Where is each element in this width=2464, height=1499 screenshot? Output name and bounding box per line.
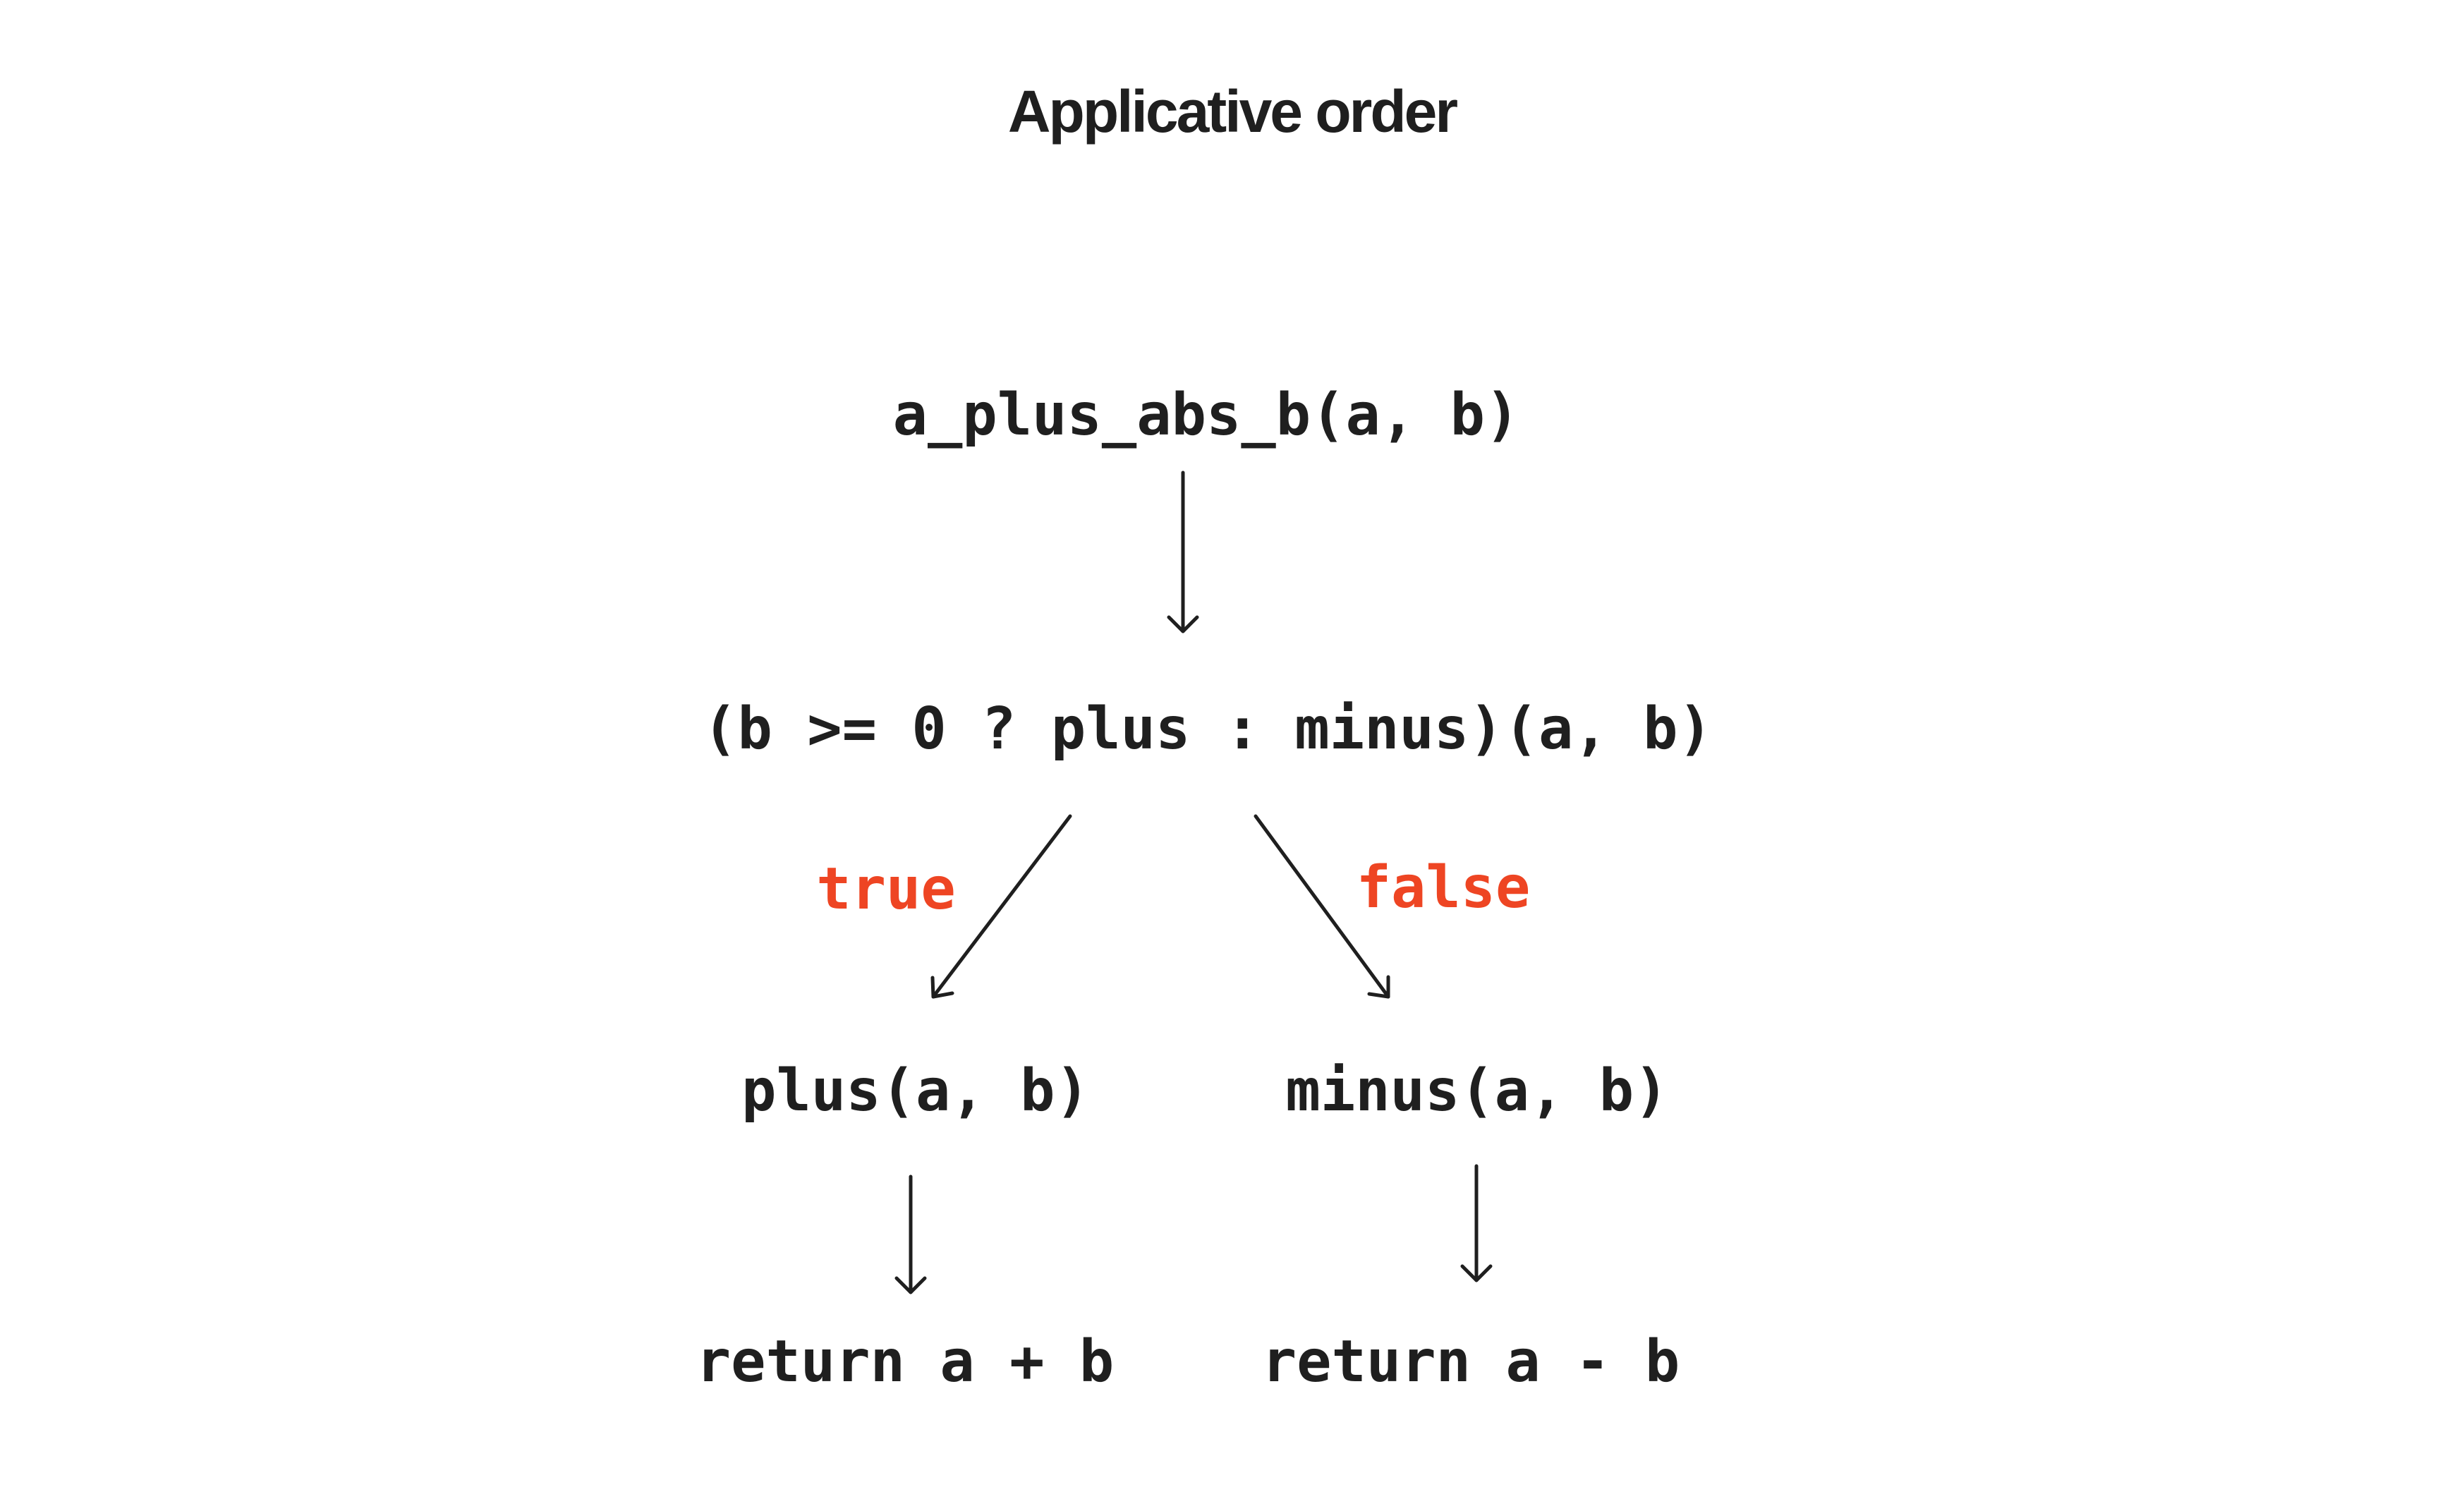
diagram-title: Applicative order: [1007, 78, 1458, 145]
edge-label-true: true: [816, 856, 956, 923]
node-conditional-call: (b >= 0 ? plus : minus)(a, b): [703, 696, 1713, 763]
arrow-minus-to-return: [1460, 1164, 1493, 1282]
node-minus-call: minus(a, b): [1285, 1057, 1669, 1124]
node-plus-return: return a + b: [696, 1328, 1115, 1395]
arrow-true-branch: [930, 814, 1072, 999]
arrow-plus-to-return: [894, 1175, 927, 1294]
node-plus-call: plus(a, b): [741, 1057, 1090, 1124]
edge-label-false: false: [1356, 854, 1531, 921]
arrow-root-to-conditional: [1167, 471, 1199, 633]
node-minus-return: return a - b: [1261, 1328, 1680, 1395]
node-root-call: a_plus_abs_b(a, b): [892, 382, 1520, 449]
arrow-false-branch: [1254, 814, 1390, 999]
